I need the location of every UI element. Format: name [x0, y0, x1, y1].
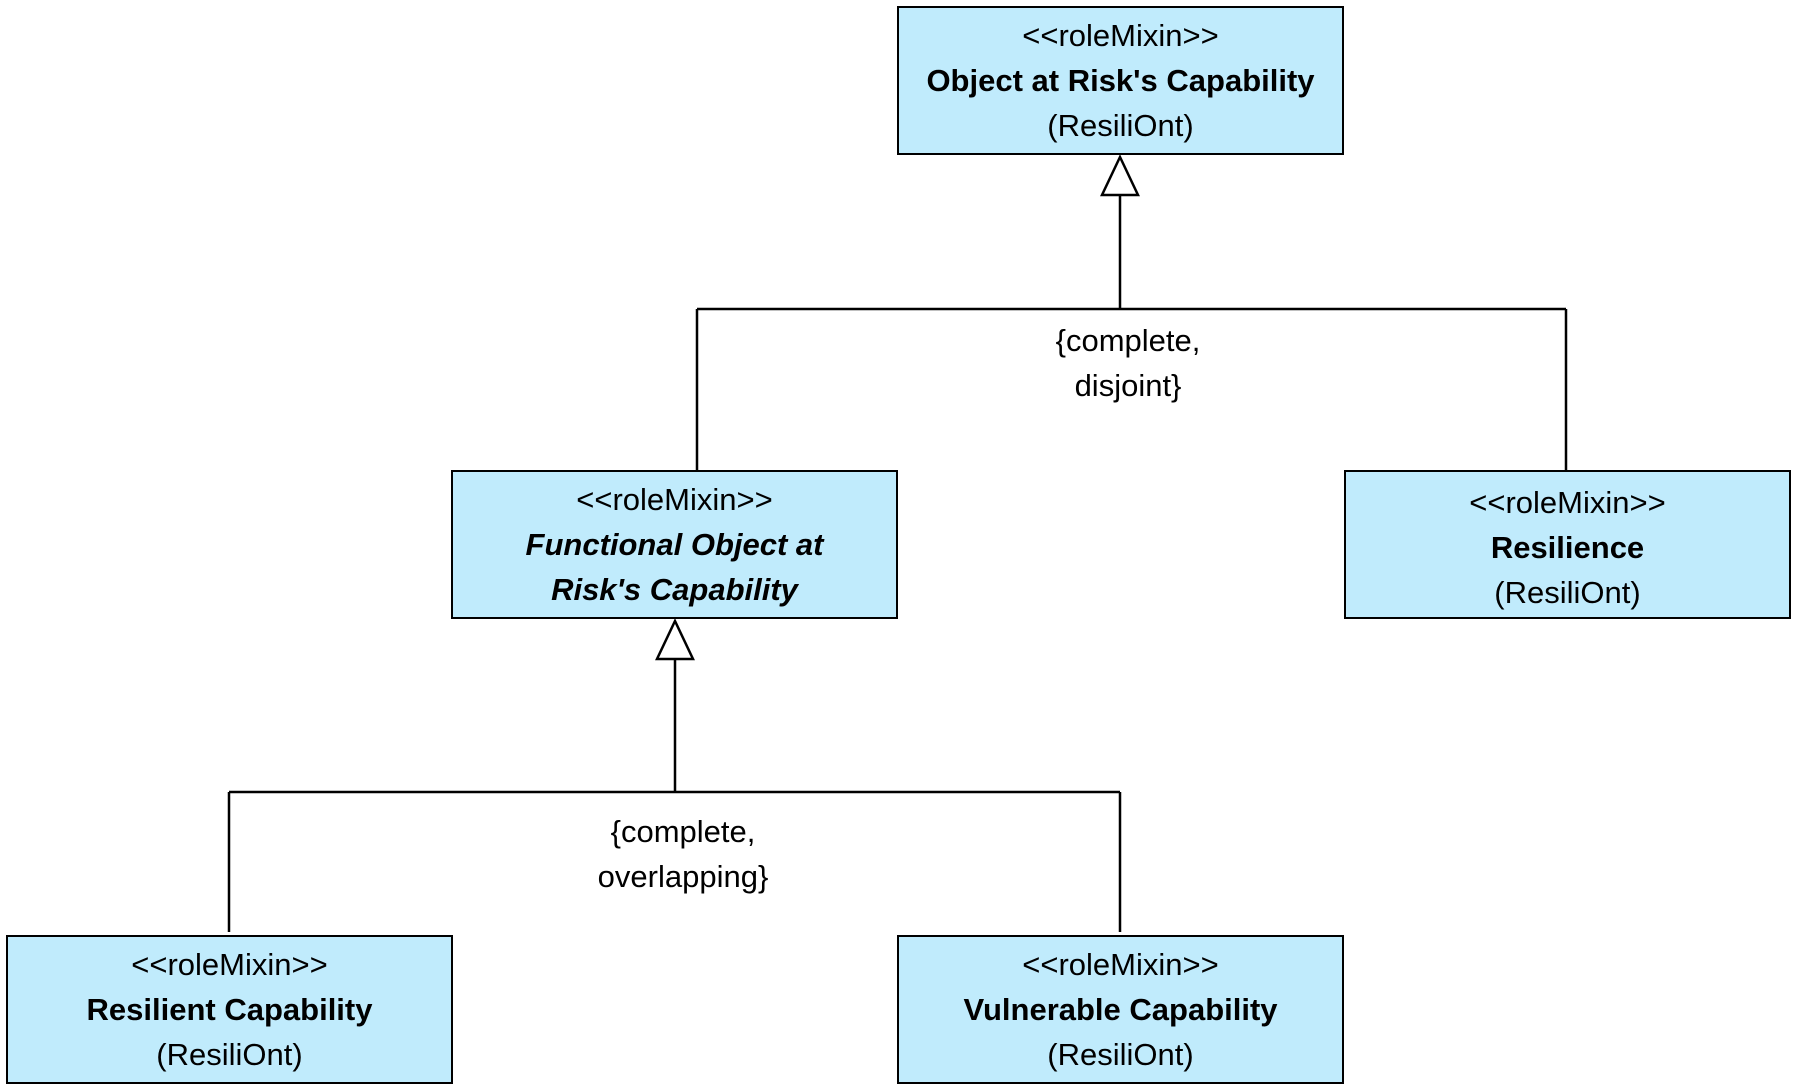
gen-bottom-arrowhead — [655, 618, 695, 661]
class-package: (ResiliOnt) — [1047, 108, 1194, 143]
class-stereotype: <<roleMixin>> — [1022, 947, 1219, 982]
class-name: Resilience — [1490, 530, 1645, 565]
class-name: Resilient Capability — [86, 992, 373, 1027]
class-resilient-capability[interactable]: <<roleMixin>> Resilient Capability (Resi… — [6, 935, 453, 1084]
class-package: (ResiliOnt) — [1047, 1037, 1194, 1072]
generalization-bottom — [227, 618, 1122, 932]
gs-label-line-2: disjoint} — [1074, 368, 1182, 403]
class-vulnerable-capability[interactable]: <<roleMixin>> Vulnerable Capability (Res… — [897, 935, 1344, 1084]
class-object-at-risks-capability[interactable]: <<roleMixin>> Object at Risk's Capabilit… — [897, 6, 1344, 155]
class-stereotype: <<roleMixin>> — [576, 482, 773, 517]
gen-top-arrowhead — [1100, 154, 1140, 197]
gs-label-line-2: overlapping} — [597, 859, 769, 894]
class-name: Vulnerable Capability — [963, 992, 1278, 1027]
generalization-top — [695, 154, 1568, 470]
class-functional-object-at-risks-capability[interactable]: <<roleMixin>> Functional Object at Risk'… — [451, 470, 898, 619]
class-name: Object at Risk's Capability — [926, 63, 1315, 98]
generalization-set-label-bottom: {complete, overlapping} — [583, 809, 783, 899]
class-package: (ResiliOnt) — [156, 1037, 303, 1072]
class-name-line-2: Risk's Capability — [551, 572, 798, 607]
generalization-set-label-top: {complete, disjoint} — [1028, 318, 1228, 408]
class-stereotype: <<roleMixin>> — [1469, 485, 1666, 520]
class-stereotype: <<roleMixin>> — [131, 947, 328, 982]
gs-label-line-1: {complete, — [1055, 323, 1201, 358]
gs-label-line-1: {complete, — [610, 814, 756, 849]
class-resilience[interactable]: <<roleMixin>> Resilience (ResiliOnt) — [1344, 470, 1791, 619]
class-stereotype: <<roleMixin>> — [1022, 18, 1219, 53]
class-name-line-1: Functional Object at — [525, 527, 824, 562]
class-package: (ResiliOnt) — [1494, 575, 1641, 610]
